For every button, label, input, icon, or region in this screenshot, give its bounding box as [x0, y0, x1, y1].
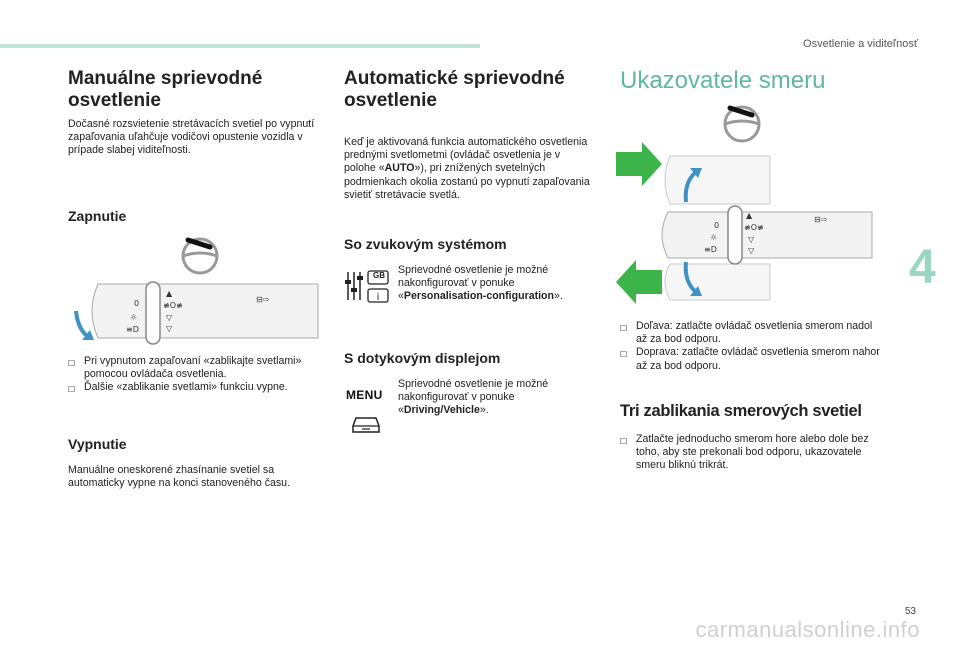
auto-guide-intro: Keď je aktivovaná funkcia automatického … — [344, 136, 590, 201]
auto-guide-intro-block: Keď je aktivovaná funkcia automatického … — [344, 136, 594, 202]
chapter-number: 4 — [909, 241, 936, 294]
chapter-tab: 4 — [909, 244, 960, 292]
indicators-bullets: ☐Doľava: zatlačte ovládač osvetlenia sme… — [620, 320, 882, 373]
svg-text:☼: ☼ — [130, 313, 137, 322]
bullet-checkbox-icon: ☐ — [68, 385, 76, 395]
svg-text:▽: ▽ — [748, 235, 755, 244]
auto-guide-title-block: Automatické sprievodné osvetlenie — [344, 68, 594, 112]
audio-text-block: Sprievodné osvetlenie je možné nakonfigu… — [398, 264, 594, 304]
on-heading: Zapnutie — [68, 208, 127, 224]
audio-text: Sprievodné osvetlenie je možné nakonfigu… — [398, 264, 563, 303]
bullet-checkbox-icon: ☐ — [620, 324, 628, 333]
triple-bullets: ☐Zatlačte jednoducho smerom hore alebo d… — [620, 433, 882, 473]
svg-text:≡D: ≡D — [704, 245, 717, 254]
svg-text:i: i — [377, 292, 380, 303]
svg-text:▽: ▽ — [166, 324, 173, 333]
svg-text:0: 0 — [134, 299, 139, 308]
off-heading-block: Vypnutie — [68, 436, 326, 452]
touch-heading: S dotykovým displejom — [344, 350, 501, 366]
indicators-bullet-2: ☐Doprava: zatlačte ovládač osvetlenia sm… — [620, 346, 880, 372]
audio-icon-label: GB — [373, 271, 385, 280]
svg-text:⊟⇨: ⊟⇨ — [814, 215, 828, 224]
bullet-checkbox-icon: ☐ — [68, 359, 76, 368]
svg-text:▽: ▽ — [166, 313, 173, 322]
running-head: Osvetlenie a viditeľnosť — [803, 38, 918, 50]
indicator-stalk-illustration: 0 ☼ ≡D ▲ ≢O≢ ▽ ▽ ⊟⇨ — [616, 105, 873, 304]
svg-text:▲: ▲ — [746, 211, 753, 220]
triple-heading-block: Tri zablikania smerových svetiel — [620, 402, 882, 421]
triple-bullet-1: ☐Zatlačte jednoducho smerom hore alebo d… — [620, 433, 869, 472]
svg-text:0: 0 — [714, 221, 719, 230]
indicators-title-block: Ukazovatele smeru — [620, 67, 882, 95]
indicators-bullet-1: ☐Doľava: zatlačte ovládač osvetlenia sme… — [620, 320, 873, 346]
on-bullet-2: ☐Ďalšie «zablikanie svetlami» funkciu vy… — [68, 381, 326, 396]
audio-heading: So zvukovým systémom — [344, 236, 507, 252]
svg-text:▽: ▽ — [748, 246, 755, 255]
on-bullet-1: ☐Pri vypnutom zapaľovaní «zablikajte sve… — [68, 355, 302, 381]
car-vehicle-icon — [352, 417, 380, 433]
off-text-block: Manuálne oneskorené zhasínanie svetiel s… — [68, 464, 326, 490]
off-heading: Vypnutie — [68, 436, 127, 452]
left-arrow-icon — [616, 260, 662, 304]
bullet-checkbox-icon: ☐ — [620, 437, 628, 446]
light-stalk-down-illustration: 0 ☼ ≡D ▲ ≢O≢ ▽ ▽ ⊟⇨ — [74, 237, 319, 345]
manual-guide-title: Manuálne sprievodné osvetlenie — [68, 68, 263, 111]
svg-text:☼: ☼ — [710, 233, 717, 242]
audio-heading-block: So zvukovým systémom — [344, 236, 594, 252]
triple-heading: Tri zablikania smerových svetiel — [620, 402, 862, 420]
indicators-title: Ukazovatele smeru — [620, 67, 826, 94]
steering-wheel-icon — [181, 237, 219, 275]
watermark: carmanualsonline.info — [695, 617, 920, 642]
svg-text:≢O≢: ≢O≢ — [163, 301, 183, 310]
manual-guide-intro-block: Dočasné rozsvietenie stretávacích svetie… — [68, 118, 326, 158]
svg-text:⊟⇨: ⊟⇨ — [256, 295, 270, 304]
menu-label: MENU — [346, 388, 383, 402]
touch-text-block: Sprievodné osvetlenie je možné nakonfigu… — [398, 378, 594, 418]
steering-wheel-icon — [723, 105, 761, 143]
right-arrow-icon — [616, 142, 662, 186]
auto-guide-title: Automatické sprievodné osvetlenie — [344, 68, 565, 111]
svg-text:≡D: ≡D — [126, 325, 139, 334]
svg-text:▲: ▲ — [166, 289, 173, 298]
on-heading-block: Zapnutie — [68, 208, 326, 224]
svg-text:≢O≢: ≢O≢ — [744, 223, 764, 232]
off-text: Manuálne oneskorené zhasínanie svetiel s… — [68, 464, 291, 490]
manual-guide-title-block: Manuálne sprievodné osvetlenie — [68, 68, 326, 112]
touch-text: Sprievodné osvetlenie je možné nakonfigu… — [398, 378, 549, 417]
manual-guide-intro: Dočasné rozsvietenie stretávacích svetie… — [68, 118, 315, 157]
page-number: 53 — [904, 606, 916, 617]
audio-system-icon: i — [345, 270, 389, 303]
on-bullets: ☐Pri vypnutom zapaľovaní «zablikajte sve… — [68, 355, 326, 397]
touch-heading-block: S dotykovým displejom — [344, 350, 594, 366]
bullet-checkbox-icon: ☐ — [620, 350, 628, 360]
top-accent-bar — [0, 44, 480, 48]
